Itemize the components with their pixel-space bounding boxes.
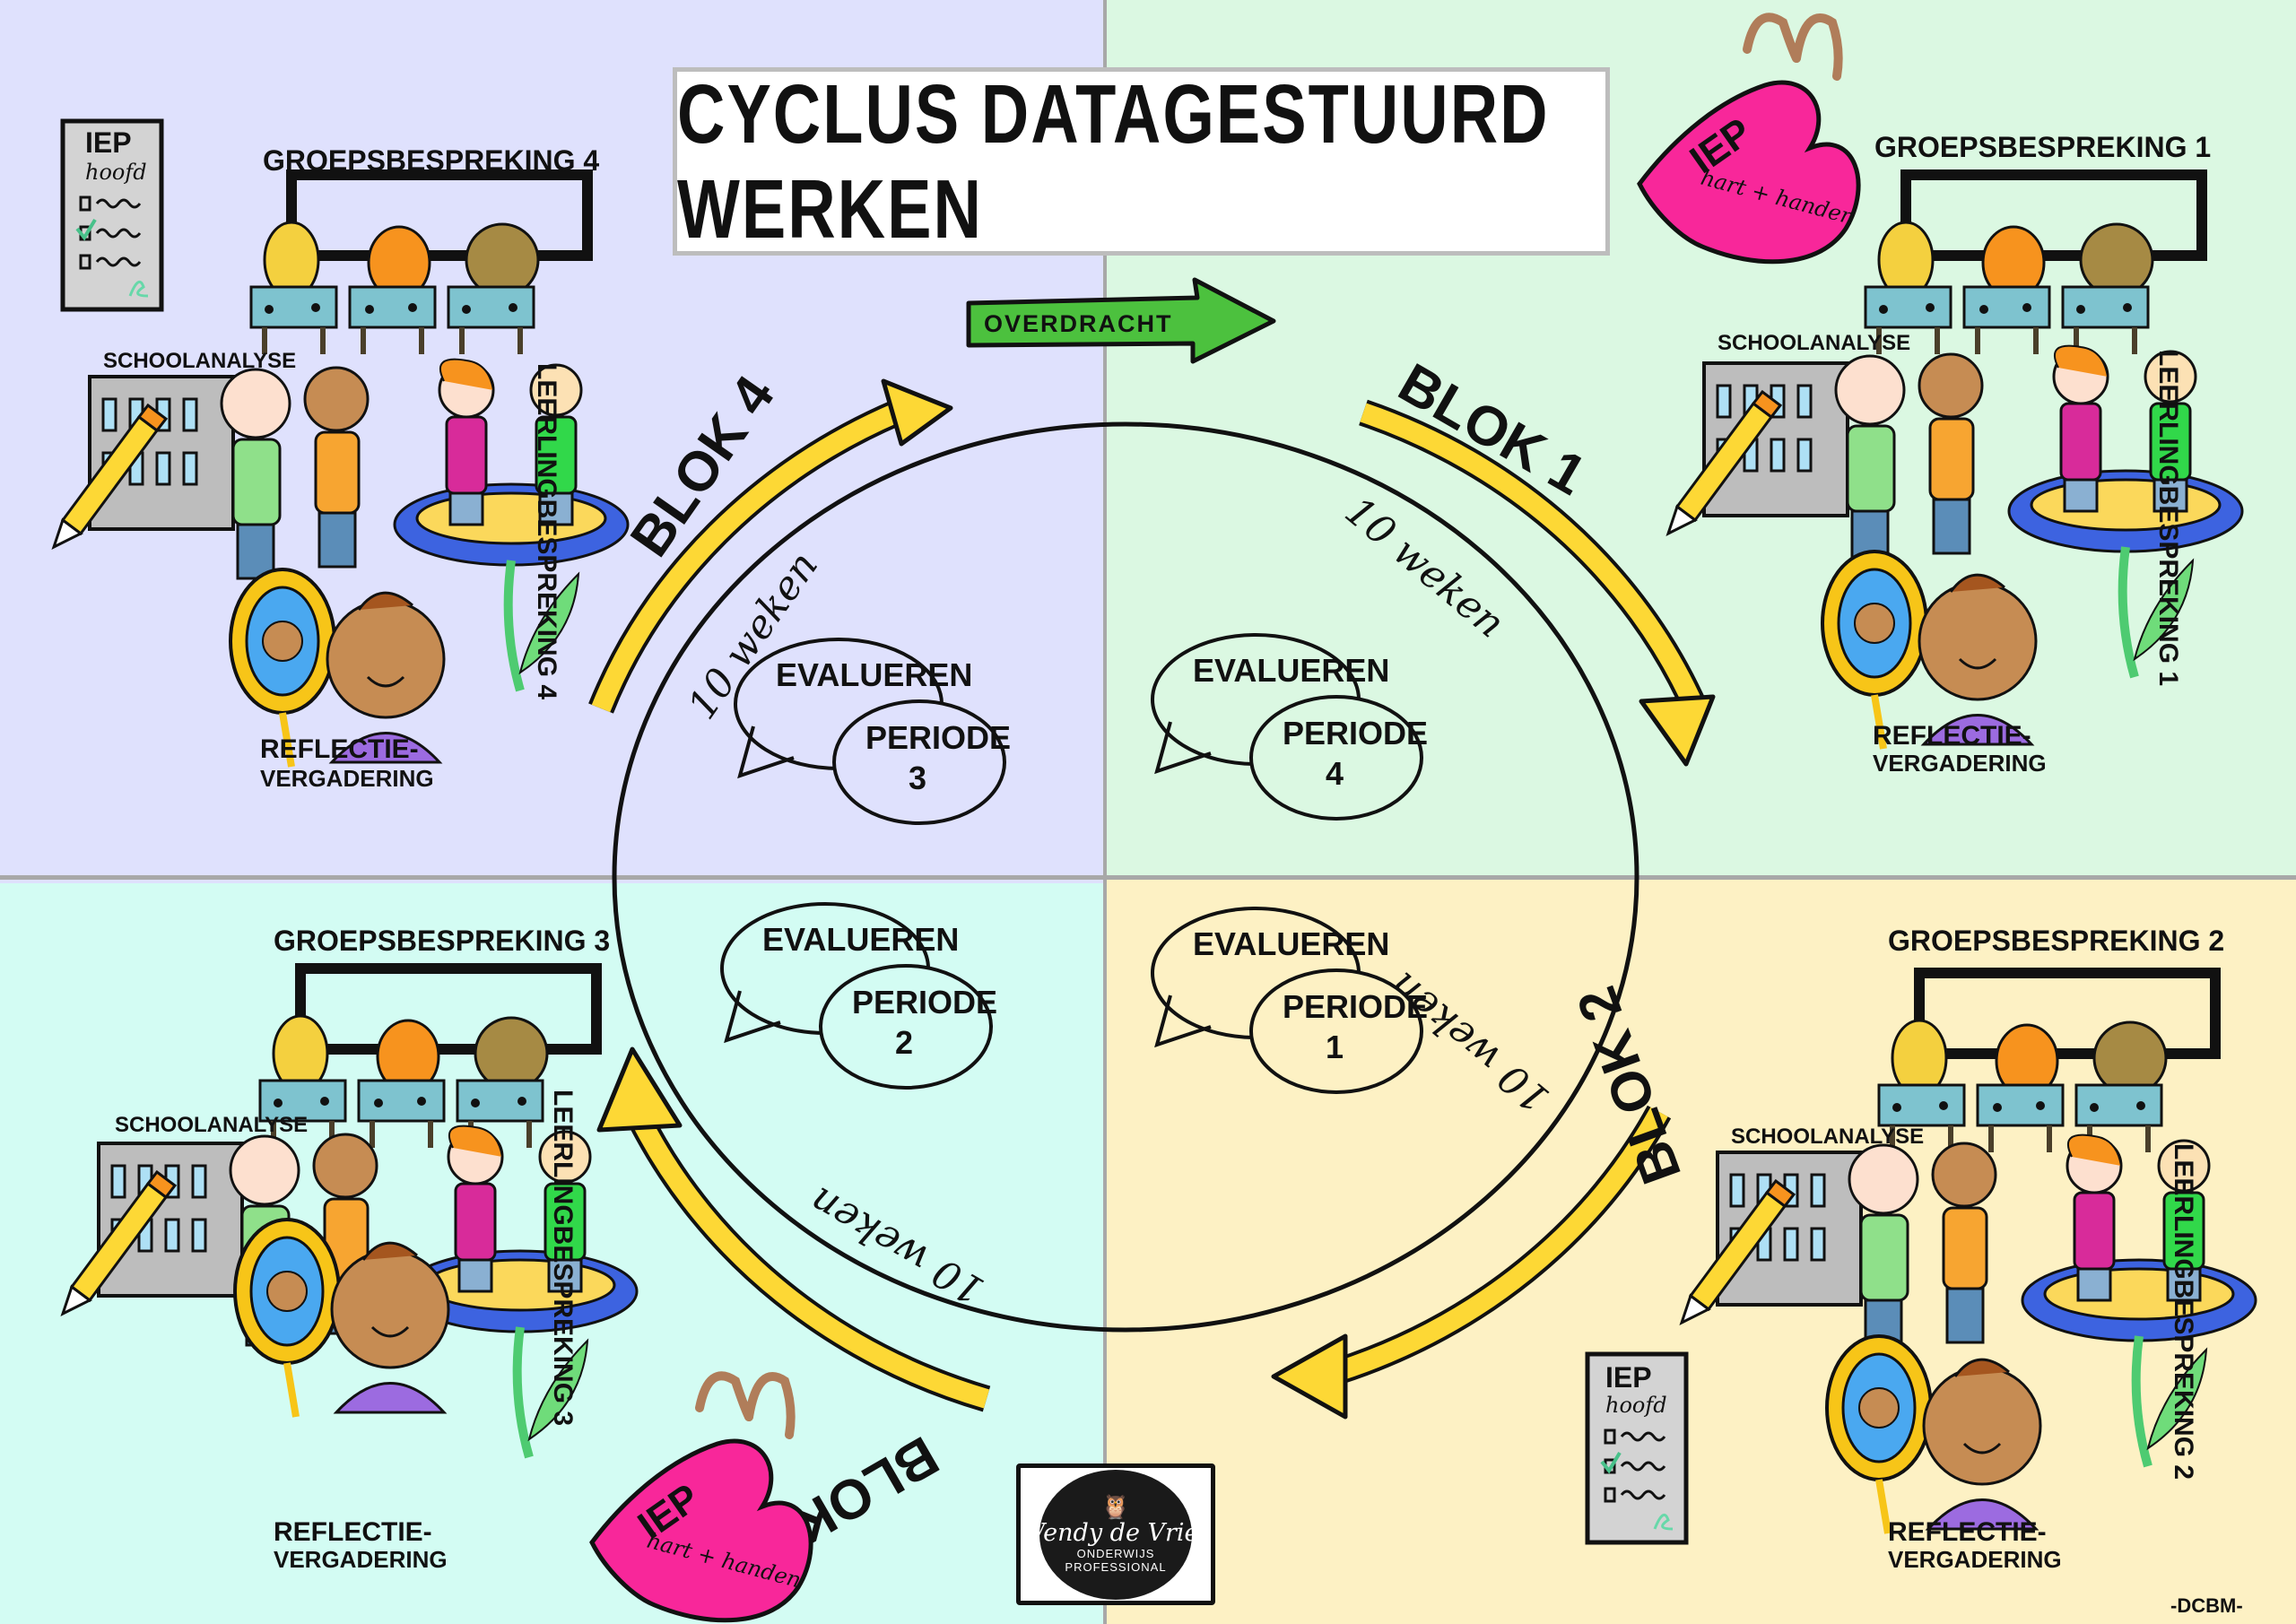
leerlingbespreking-3-label: LEERLINGBESPREKING 3: [548, 1090, 578, 1426]
logo-name: Wendy de Vries: [1020, 1518, 1212, 1547]
groepsbespreking-4-illustration: [251, 175, 587, 354]
schoolanalyse-4-label: SCHOOLANALYSE: [103, 349, 296, 373]
groepsbespreking-1-label: GROEPSBESPREKING 1: [1874, 131, 2211, 163]
period-number: 1: [1326, 1029, 1344, 1065]
logo-blob: 🦉 Wendy de Vries ONDERWIJS PROFESSIONAL: [1021, 1469, 1211, 1600]
owl-icon: 🦉: [1100, 1493, 1131, 1521]
schoolanalyse-1-label: SCHOOLANALYSE: [1718, 331, 1910, 355]
blok-4-duration: 10 weken: [679, 543, 827, 727]
logo-line2: PROFESSIONAL: [1065, 1559, 1167, 1574]
groepsbespreking-2-illustration: [1879, 973, 2215, 1152]
blok-2-arrow: [1271, 1105, 1672, 1420]
artist-signature: -DCBM-: [2170, 1594, 2243, 1617]
cycle-circle: [612, 421, 1639, 1333]
evaluation-label: EVALUEREN: [1193, 652, 1389, 689]
blok-3-arrow: [596, 1046, 991, 1412]
blok-2-label: BLOK 2: [1566, 979, 1694, 1192]
title-box: CYCLUS DATAGESTUURD WERKEN: [673, 67, 1610, 256]
leerlingbespreking-2-label: LEERLINGBESPREKING 2: [2169, 1143, 2198, 1480]
reflectie-4-label-line2: VERGADERING: [260, 765, 434, 792]
iep-card-subtitle: hoofd: [1605, 1393, 1667, 1418]
overdracht-arrow: OVERDRACHT: [966, 277, 1276, 364]
reflectie-3-label-line1: REFLECTIE-: [274, 1517, 432, 1547]
iep-card-title: IEP: [1605, 1361, 1652, 1394]
period-number: 4: [1326, 755, 1344, 792]
reflectie-2-label-line1: REFLECTIE-: [1888, 1517, 2047, 1547]
groepsbespreking-1-illustration: [1866, 175, 2202, 354]
period-number: 2: [895, 1024, 913, 1061]
overdracht-label: OVERDRACHT: [984, 310, 1173, 337]
evaluation-label: EVALUEREN: [776, 656, 972, 693]
leerlingbespreking-4-label: LEERLINGBESPREKING 4: [532, 363, 561, 699]
reflectie-1-label-line1: REFLECTIE-: [1873, 721, 2031, 751]
leerlingbespreking-1-label: LEERLINGBESPREKING 1: [2153, 350, 2183, 686]
groepsbespreking-3-illustration: [260, 968, 596, 1148]
period-label: PERIODE: [852, 984, 997, 1020]
evaluation-label: EVALUEREN: [1193, 925, 1389, 962]
evaluation-bubble-periode-2: EVALUEREN PERIODE 2: [720, 902, 997, 1090]
reflectie-4-label-line1: REFLECTIE-: [260, 734, 419, 764]
blok-1-arrow: [1359, 399, 1716, 767]
evaluation-label: EVALUEREN: [762, 921, 959, 958]
reflectie-2-illustration: [1827, 1336, 2040, 1533]
groepsbespreking-4-label: GROEPSBESPREKING 4: [263, 144, 599, 177]
iep-card-subtitle: hoofd: [85, 160, 147, 185]
iep-card-title: IEP: [85, 126, 132, 159]
evaluation-bubble-periode-1: EVALUEREN PERIODE 1: [1151, 907, 1428, 1094]
period-label: PERIODE: [1283, 715, 1428, 751]
period-label: PERIODE: [865, 719, 1011, 756]
reflectie-1-label-line2: VERGADERING: [1873, 750, 2047, 777]
reflectie-3-label-line2: VERGADERING: [274, 1546, 448, 1573]
groepsbespreking-3-label: GROEPSBESPREKING 3: [274, 925, 610, 957]
period-label: PERIODE: [1283, 988, 1428, 1025]
wendy-de-vries-logo: 🦉 Wendy de Vries ONDERWIJS PROFESSIONAL: [1016, 1463, 1215, 1605]
reflectie-1-illustration: [1822, 551, 2036, 749]
period-number: 3: [909, 760, 926, 796]
evaluation-bubble-periode-4: EVALUEREN PERIODE 4: [1151, 633, 1428, 821]
evaluation-bubble-periode-3: EVALUEREN PERIODE 3: [734, 638, 1011, 825]
schoolanalyse-3-label: SCHOOLANALYSE: [115, 1113, 308, 1137]
vertical-divider: [1103, 0, 1107, 1624]
schoolanalyse-2-label: SCHOOLANALYSE: [1731, 1125, 1924, 1149]
horizontal-divider: [0, 875, 2296, 880]
reflectie-2-label-line2: VERGADERING: [1888, 1546, 2062, 1573]
page-title: CYCLUS DATAGESTUURD WERKEN: [677, 67, 1550, 256]
logo-line1: ONDERWIJS: [1076, 1546, 1155, 1560]
groepsbespreking-2-label: GROEPSBESPREKING 2: [1888, 925, 2224, 957]
blok-4-arrow: [588, 378, 953, 714]
